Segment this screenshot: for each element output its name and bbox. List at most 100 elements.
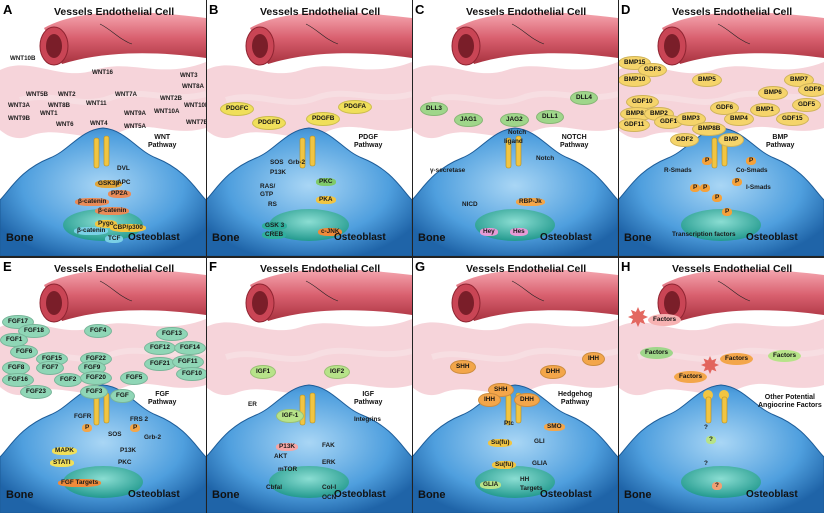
vessel-title: Vessels Endothelial Cell	[54, 6, 175, 18]
signaling-label: PKC	[316, 178, 336, 187]
signaling-label: β-catenin	[74, 227, 109, 236]
factor-label: Factors	[768, 350, 802, 363]
factor-label: BMP1	[750, 103, 780, 118]
signaling-label: ?	[712, 482, 722, 491]
signaling-label: Integrins	[354, 416, 381, 423]
factor-label: FGF6	[10, 345, 39, 360]
panel-illustration	[412, 12, 618, 256]
signaling-label: CBP/p300	[110, 224, 146, 233]
factor-label: WNT5A	[124, 123, 146, 130]
osteoblast-label: Osteoblast	[746, 489, 798, 500]
nucleus	[475, 466, 555, 498]
signaling-label: ?	[704, 424, 708, 431]
signaling-label: Pygo	[95, 220, 117, 229]
panel-letter: B	[209, 2, 219, 17]
factor-label: FGF4	[84, 324, 113, 339]
factor-label: BMP	[718, 133, 745, 148]
bone-label: Bone	[6, 232, 34, 244]
factor-label: IHH	[478, 393, 502, 408]
factor-label: WNT7A	[115, 91, 137, 98]
signaling-label: FRS 2	[130, 416, 149, 423]
factor-label: WNT6	[56, 121, 74, 128]
signaling-label: OCN	[322, 494, 337, 501]
signaling-label: STATI	[50, 459, 74, 468]
factor-label: FGF18	[18, 324, 50, 339]
factor-label: JAG1	[454, 113, 483, 128]
signaling-label: RBP-Jk	[516, 198, 545, 207]
signaling-label: Ptc	[504, 420, 514, 427]
panel-illustration	[618, 12, 824, 256]
osteoblast-cell	[0, 384, 206, 513]
factor-label: PDGFC	[220, 102, 255, 117]
signaling-label: ?	[706, 436, 716, 445]
factor-label: GDF5	[792, 98, 822, 113]
vessel	[250, 269, 412, 321]
osteoblast-cell	[618, 384, 824, 513]
signaling-label: PKC	[118, 459, 132, 466]
signaling-label: Transcription factors	[672, 231, 736, 238]
bone-label: Bone	[212, 232, 240, 244]
factor-label: PDGFB	[306, 112, 341, 127]
factor-label: WNT1	[40, 110, 58, 117]
factor-label: BMP5	[692, 73, 722, 88]
signaling-label: Su(fu)	[488, 439, 513, 448]
panel-divider	[412, 0, 413, 513]
signaling-label: SOS	[108, 431, 122, 438]
factor-label: FGF10	[176, 367, 206, 382]
signaling-label: Co-Smads	[736, 167, 768, 174]
factor-label: FGF13	[156, 327, 188, 342]
panel-letter: H	[621, 259, 631, 274]
signaling-label: PP2A	[108, 190, 131, 199]
factor-label: GDF2	[670, 133, 700, 148]
factor-label: IGF1	[250, 365, 277, 380]
nucleus	[681, 209, 761, 241]
factor-label: WNT2B	[160, 95, 182, 102]
factor-label: DLL1	[536, 110, 564, 125]
factor-label: WNT2	[58, 91, 76, 98]
signaling-label: P	[746, 157, 757, 166]
factor-label: Factors	[720, 353, 754, 366]
signaling-label: AKT	[274, 453, 288, 460]
signaling-label: Hes	[510, 228, 528, 237]
signaling-label: TCF	[105, 235, 124, 244]
vessel-title: Vessels Endothelial Cell	[466, 6, 587, 18]
factor-label: WNT16	[92, 69, 113, 76]
vessel	[44, 269, 206, 321]
vessel	[662, 269, 824, 321]
factor-label: FGF5	[120, 371, 149, 386]
factor-label: IHH	[582, 352, 606, 367]
factor-label: FGF23	[20, 385, 52, 400]
signaling-label: GTP	[260, 191, 274, 198]
vessel	[456, 12, 618, 64]
signaling-label: γ-secretase	[430, 167, 466, 174]
signaling-label: P	[702, 157, 713, 166]
signaling-label: FGFR	[74, 413, 92, 420]
factor-label: WNT10B	[184, 102, 206, 109]
factor-label: Factors	[648, 314, 682, 327]
signaling-label: Grb-2	[144, 434, 162, 441]
signaling-label: P13K	[120, 447, 136, 454]
osteoblast-label: Osteoblast	[540, 232, 592, 243]
osteoblast-cell	[412, 384, 618, 513]
factor-label: Factors	[674, 371, 708, 384]
osteoblast-label: Osteoblast	[128, 489, 180, 500]
signaling-label: β-catenin	[95, 207, 130, 216]
osteoblast-label: Osteoblast	[746, 232, 798, 243]
factor-label: WNT8A	[182, 83, 204, 90]
osteoblast-label: Osteoblast	[128, 232, 180, 243]
bone-label: Bone	[418, 232, 446, 244]
panel-divider	[206, 0, 207, 513]
osteoblast-label: Osteoblast	[540, 489, 592, 500]
signaling-label: Hey	[480, 228, 498, 237]
vessel	[662, 12, 824, 64]
